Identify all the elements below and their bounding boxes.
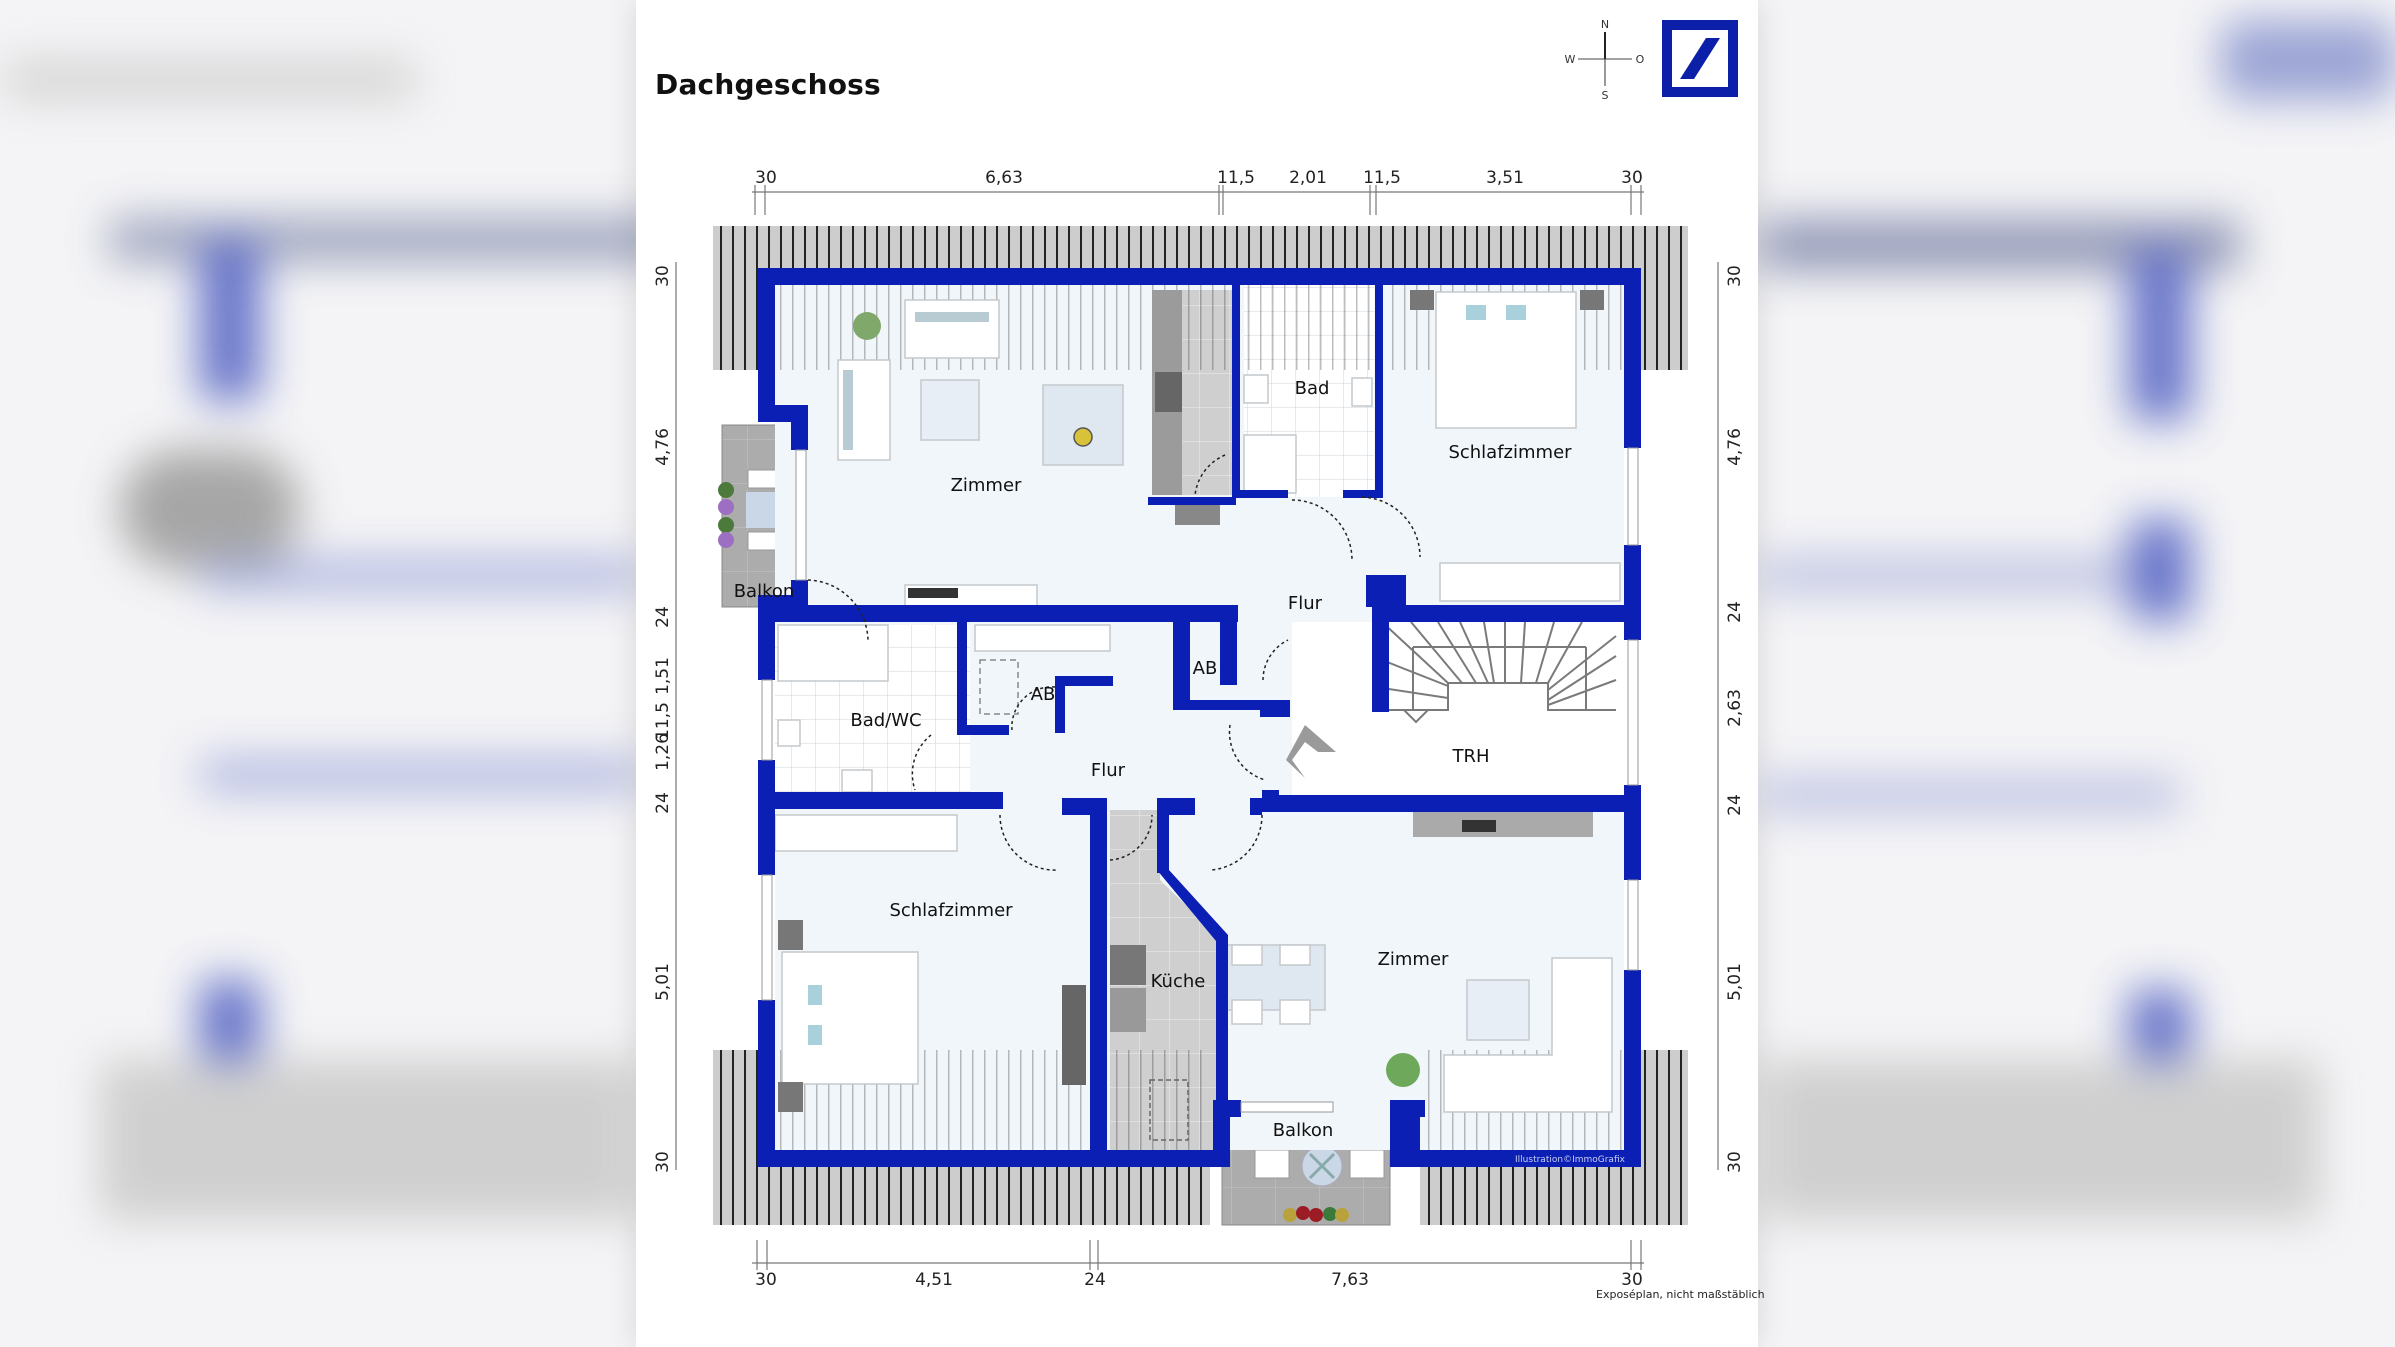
entrance-arrow-icon — [1286, 725, 1336, 778]
dim-top-2: 11,5 — [1217, 168, 1255, 188]
dim-right-1: 4,76 — [1725, 428, 1745, 466]
furniture — [774, 290, 1621, 1141]
corner-sofa-icon — [1443, 957, 1613, 1113]
dim-left-7: 5,01 — [653, 963, 673, 1001]
dresser-icon — [1062, 985, 1086, 1085]
room-label-schlafzimmer-south: Schlafzimmer — [889, 900, 1013, 921]
compass-west: W — [1565, 53, 1576, 66]
flower-box-icon — [1283, 1206, 1349, 1222]
room-label-ab-2: AB — [1031, 684, 1056, 705]
room-label-bad-wc: Bad/WC — [850, 710, 921, 731]
compass-north: N — [1601, 18, 1609, 31]
room-label-schlafzimmer-north: Schlafzimmer — [1448, 442, 1572, 463]
dim-right-5: 5,01 — [1725, 963, 1745, 1001]
dim-right-2: 24 — [1725, 601, 1745, 623]
sofa-icon — [904, 299, 1000, 359]
room-label-balkon-south: Balkon — [1273, 1120, 1334, 1141]
compass-south: S — [1602, 89, 1609, 102]
oven-icon — [1110, 988, 1146, 1032]
dining-table-icon — [1042, 384, 1124, 466]
room-label-balkon-west: Balkon — [734, 581, 795, 602]
sink-icon — [1351, 377, 1373, 407]
page-title: Dachgeschoss — [655, 68, 881, 101]
dim-right-6: 30 — [1725, 1151, 1745, 1173]
compass-east: O — [1636, 53, 1645, 66]
room-label-ab-1: AB — [1193, 658, 1218, 679]
bathtub-icon — [777, 624, 889, 682]
washer-placeholder — [979, 659, 1019, 715]
walls — [758, 268, 1641, 1167]
sink-icon — [841, 769, 873, 793]
dim-top-3: 2,01 — [1289, 168, 1327, 188]
dim-left-5: 11,5 — [653, 702, 673, 740]
compass-icon: N W O S — [1565, 18, 1645, 102]
coffee-table-icon — [1466, 979, 1530, 1041]
shower-icon — [1243, 434, 1297, 494]
scale-disclaimer: Exposéplan, nicht maßstäblich — [1596, 1288, 1765, 1301]
windows — [761, 447, 1639, 1113]
dim-bottom-1: 4,51 — [915, 1270, 953, 1290]
dim-left-4: 1,26 — [653, 733, 673, 771]
dim-left-6: 24 — [653, 792, 673, 814]
room-label-zimmer-north: Zimmer — [951, 475, 1022, 496]
dim-top-6: 30 — [1621, 168, 1643, 188]
room-label-flur-north: Flur — [1288, 593, 1323, 614]
dim-left-3: 1,51 — [653, 657, 673, 695]
dimension-bottom — [752, 1240, 1644, 1270]
room-label-flur-south: Flur — [1091, 760, 1126, 781]
dim-top-4: 11,5 — [1363, 168, 1401, 188]
dim-top-5: 3,51 — [1486, 168, 1524, 188]
bank-logo-icon — [1662, 20, 1738, 97]
room-label-kueche: Küche — [1151, 971, 1206, 992]
floor-plan: 30 6,63 11,5 2,01 11,5 3,51 30 30 4,76 2… — [653, 168, 1745, 1290]
coffee-table-icon — [920, 379, 980, 441]
dim-right-0: 30 — [1725, 265, 1745, 287]
plant-icon — [1386, 1053, 1420, 1087]
dimension-top — [752, 185, 1644, 215]
door-swings — [807, 454, 1421, 871]
dim-top-1: 6,63 — [985, 168, 1023, 188]
toilet-icon — [777, 719, 801, 747]
dim-left-1: 4,76 — [653, 428, 673, 466]
tv-board-icon — [1413, 812, 1593, 837]
cabinet-icon — [974, 624, 1111, 652]
bed-icon — [781, 951, 919, 1085]
plant-icon — [853, 312, 881, 340]
stove-icon — [1110, 945, 1146, 985]
room-label-trh: TRH — [1451, 746, 1489, 767]
dim-left-2: 24 — [653, 606, 673, 628]
dim-bottom-2: 24 — [1084, 1270, 1106, 1290]
dim-bottom-3: 7,63 — [1331, 1270, 1369, 1290]
plant-icon — [718, 482, 734, 548]
dim-bottom-4: 30 — [1621, 1270, 1643, 1290]
wardrobe-icon — [774, 814, 958, 852]
dim-left-8: 30 — [653, 1151, 673, 1173]
room-label-zimmer-south: Zimmer — [1378, 949, 1449, 970]
dim-right-4: 24 — [1725, 794, 1745, 816]
dim-top-0: 30 — [755, 168, 777, 188]
dim-left-0: 30 — [653, 265, 673, 287]
toilet-icon — [1243, 374, 1269, 404]
dim-bottom-0: 30 — [755, 1270, 777, 1290]
dim-right-3: 2,63 — [1725, 689, 1745, 727]
wardrobe-icon — [1439, 562, 1621, 602]
room-label-bad: Bad — [1295, 378, 1330, 399]
illustration-credit: Illustration©ImmoGrafix — [1515, 1155, 1626, 1165]
staircase — [1381, 621, 1617, 724]
